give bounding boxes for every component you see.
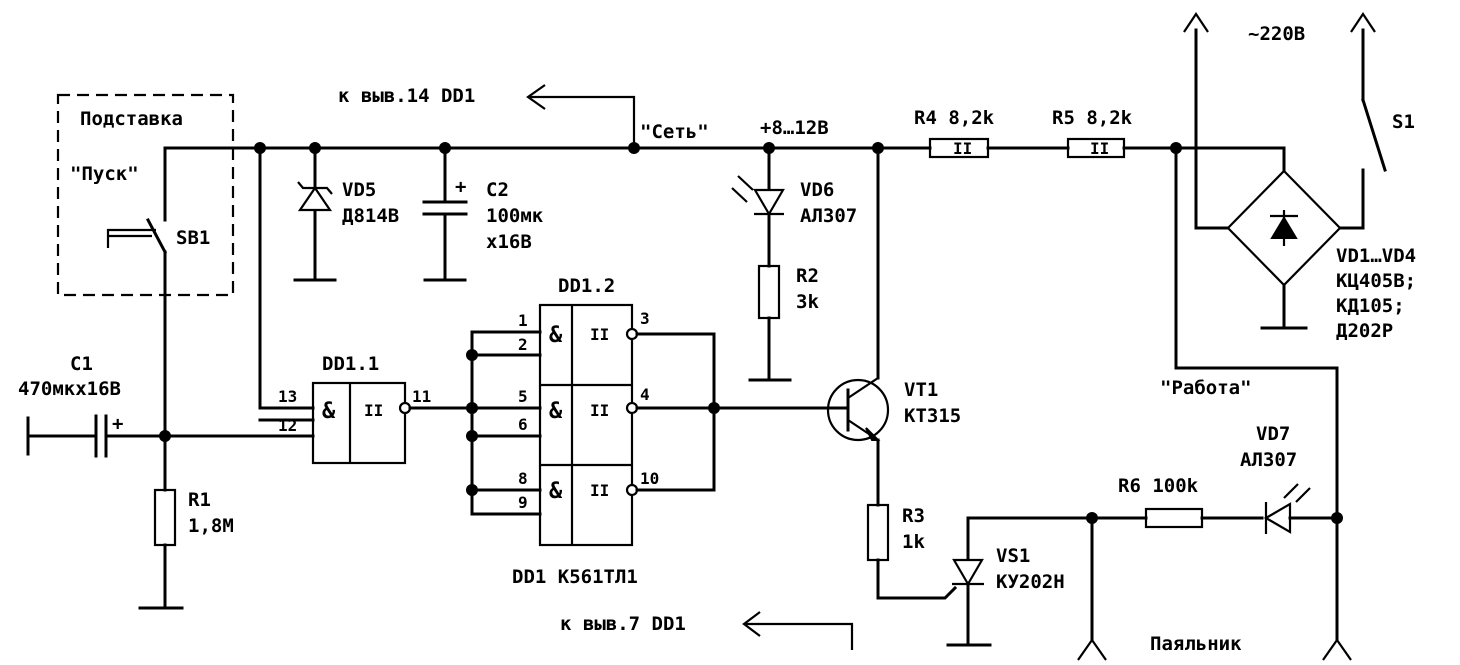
transistor-vt1: VT1 КТ315	[826, 146, 961, 507]
svg-text:13: 13	[278, 387, 297, 406]
c2-plus: +	[455, 176, 466, 198]
svg-text:3: 3	[640, 309, 650, 328]
bridge-type2: КД105;	[1336, 295, 1405, 317]
dd11-label: DD1.1	[322, 353, 379, 375]
c2-val2: x16В	[486, 231, 532, 253]
bridge-type1: КЦ405В;	[1336, 270, 1416, 292]
c1-plus: +	[112, 413, 123, 435]
svg-text:5: 5	[518, 387, 528, 406]
svg-text:2: 2	[518, 335, 528, 354]
svg-text:&: &	[549, 399, 563, 424]
svg-text:12: 12	[278, 416, 297, 435]
bridge-label: VD1…VD4	[1336, 245, 1416, 267]
resistor-r3: R3 1k	[866, 503, 958, 600]
thyristor-vs1: VS1 КУ202Н	[946, 516, 1094, 647]
vd6-type: АЛ307	[800, 205, 857, 227]
svg-text:4: 4	[640, 385, 650, 404]
to-pin7-link: к выв.7 DD1	[560, 611, 854, 650]
resistor-r1: R1 1,8М	[138, 434, 234, 610]
resistor-r6: R6 100k	[1086, 475, 1264, 529]
svg-text:II: II	[590, 401, 609, 420]
r1-label: R1	[188, 489, 211, 511]
svg-text:9: 9	[518, 493, 528, 512]
led-vd6: VD6 АЛ307 R2 3k	[731, 146, 857, 382]
svg-text:11: 11	[412, 387, 431, 406]
resistor-r5: II R5 8,2k	[1052, 107, 1133, 159]
c2-label: C2	[486, 179, 509, 201]
vt1-type: КТ315	[904, 405, 961, 427]
vd5-type: Д814В	[342, 205, 399, 227]
svg-text:II: II	[590, 325, 609, 344]
vd6-label: VD6	[800, 179, 834, 201]
r2-val: 3k	[796, 291, 819, 313]
diode-bridge: VD1…VD4 КЦ405В; КД105; Д202Р	[1174, 146, 1416, 342]
soldering-iron: Паяльник	[1077, 516, 1352, 661]
voltage-label: +8…12В	[760, 117, 829, 139]
bridge-type3: Д202Р	[1336, 320, 1393, 342]
work-circuit: "Работа"	[1160, 146, 1343, 642]
r3-label: R3	[902, 505, 925, 527]
vd5-label: VD5	[342, 179, 376, 201]
c1-label: C1	[70, 353, 93, 375]
svg-text:II: II	[590, 481, 609, 500]
r5-label: R5 8,2k	[1052, 107, 1133, 129]
led-vd7: VD7 АЛ307	[1240, 423, 1339, 534]
vd7-label: VD7	[1256, 423, 1290, 445]
dd1-chip-label: DD1 К561ТЛ1	[512, 566, 638, 588]
gate-dd12: & & & II II II DD1.2 1 2 5 6 8 9 3 4 1	[466, 275, 832, 588]
power-rail	[163, 142, 1198, 154]
dd12-label: DD1.2	[558, 275, 615, 297]
zener-vd5: VD5 Д814В	[293, 146, 399, 282]
stand-label: Подставка	[80, 108, 183, 130]
resistor-r4: II R4 8,2k	[914, 107, 995, 159]
stand-box: Подставка "Пуск" SB1	[56, 93, 235, 438]
vs1-label: VS1	[996, 545, 1030, 567]
svg-text:&: &	[549, 323, 563, 348]
mains-label: ~220В	[1248, 23, 1305, 45]
svg-text:II: II	[953, 139, 972, 158]
s1-label: S1	[1392, 111, 1415, 133]
r2-label: R2	[796, 265, 819, 287]
c1-val: 470мкx16В	[18, 378, 121, 400]
to-pin7-label: к выв.7 DD1	[560, 613, 686, 635]
svg-text:II: II	[1090, 139, 1109, 158]
svg-text:&: &	[322, 399, 336, 424]
capacitor-c1: + C1 470мкx16В	[18, 353, 171, 458]
vt1-label: VT1	[904, 379, 938, 401]
net-label: "Сеть"	[640, 121, 709, 143]
mains-input: ~220В S1	[1183, 12, 1415, 230]
r4-label: R4 8,2k	[914, 107, 995, 129]
svg-text:&: &	[549, 479, 563, 504]
gate-dd11: & II 13 12 11 DD1.1	[163, 146, 542, 465]
solder-label: Паяльник	[1150, 633, 1242, 655]
r1-val: 1,8М	[188, 515, 234, 537]
to-pin14-label: к выв.14 DD1	[338, 85, 475, 107]
svg-text:6: 6	[518, 415, 528, 434]
svg-text:10: 10	[640, 469, 659, 488]
r6-label: R6 100k	[1118, 475, 1199, 497]
svg-text:1: 1	[518, 311, 528, 330]
svg-text:II: II	[364, 401, 383, 420]
r3-val: 1k	[902, 531, 925, 553]
vs1-type: КУ202Н	[996, 571, 1065, 593]
c2-val1: 100мк	[486, 205, 544, 227]
capacitor-c2: + C2 100мк x16В	[422, 146, 544, 282]
start-label: "Пуск"	[70, 163, 139, 185]
work-label: "Работа"	[1160, 377, 1252, 399]
vd7-type: АЛ307	[1240, 449, 1297, 471]
svg-text:8: 8	[518, 469, 528, 488]
sb1-label: SB1	[176, 227, 210, 249]
to-pin14-link: к выв.14 DD1	[338, 84, 636, 148]
